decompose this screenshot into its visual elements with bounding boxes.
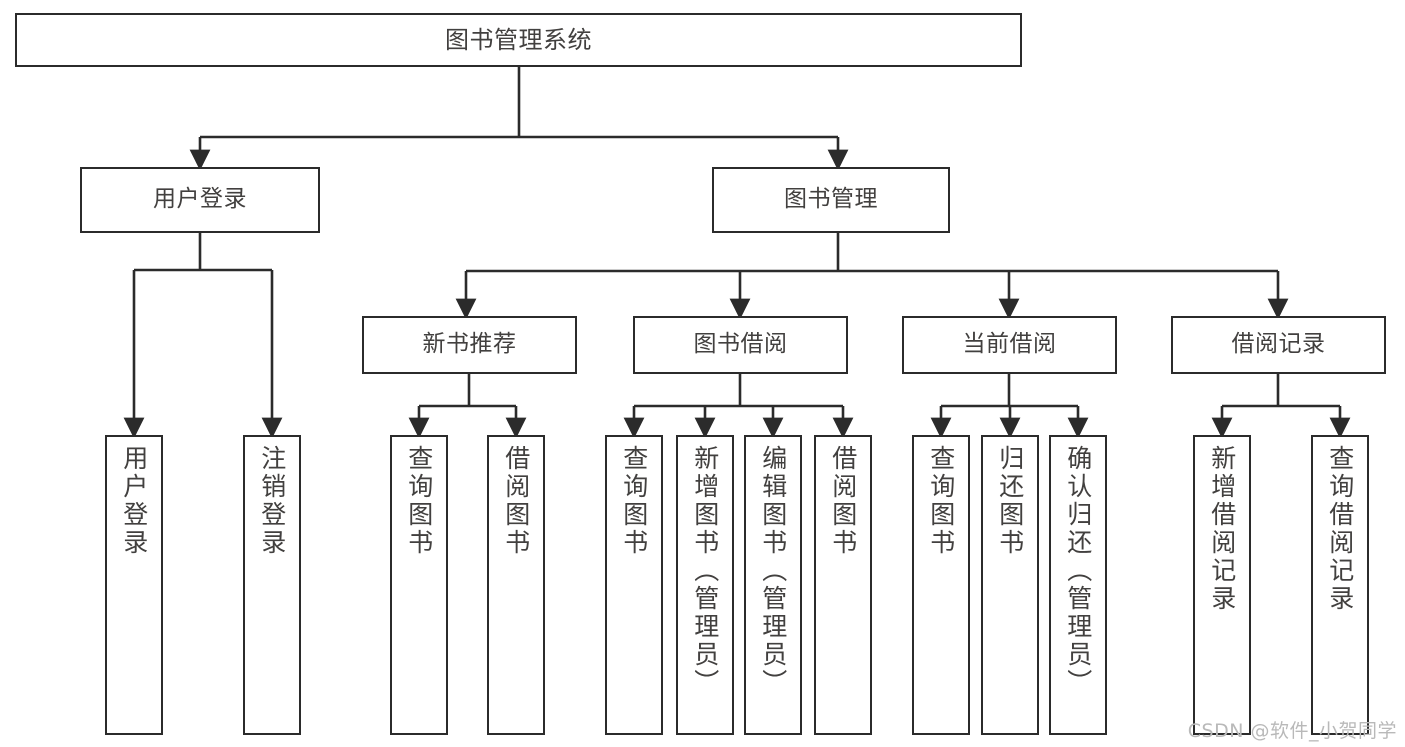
node-leaf-add-book[interactable]: 新增图书（管理员） (676, 435, 734, 735)
node-leaf-query-book-2[interactable]: 查询图书 (605, 435, 663, 735)
node-new-book-recommend[interactable]: 新书推荐 (362, 316, 577, 374)
node-leaf-edit-book-label: 编辑图书（管理员） (758, 445, 788, 697)
node-leaf-edit-book[interactable]: 编辑图书（管理员） (744, 435, 802, 735)
node-leaf-add-record-label: 新增借阅记录 (1207, 445, 1237, 613)
node-leaf-confirm-return-label: 确认归还（管理员） (1063, 445, 1093, 697)
node-leaf-query-record[interactable]: 查询借阅记录 (1311, 435, 1369, 735)
node-new-book-recommend-label: 新书推荐 (422, 331, 517, 358)
node-leaf-user-logout-label: 注销登录 (257, 445, 287, 557)
node-book-manage[interactable]: 图书管理 (712, 167, 950, 233)
node-user-login-label: 用户登录 (153, 186, 247, 213)
node-user-login[interactable]: 用户登录 (80, 167, 320, 233)
node-leaf-query-book-1-label: 查询图书 (404, 445, 434, 557)
node-leaf-query-book-2-label: 查询图书 (619, 445, 649, 557)
node-book-borrow-label: 图书借阅 (693, 331, 788, 358)
node-leaf-borrow-book-2-label: 借阅图书 (828, 445, 858, 557)
node-root-label: 图书管理系统 (445, 25, 592, 54)
node-leaf-query-book-3[interactable]: 查询图书 (912, 435, 970, 735)
node-leaf-user-login[interactable]: 用户登录 (105, 435, 163, 735)
node-leaf-return-book[interactable]: 归还图书 (981, 435, 1039, 735)
watermark-text: CSDN @软件_小贺同学 (1187, 720, 1397, 742)
node-leaf-add-book-label: 新增图书（管理员） (690, 445, 720, 697)
node-book-borrow[interactable]: 图书借阅 (633, 316, 848, 374)
node-current-borrow[interactable]: 当前借阅 (902, 316, 1117, 374)
node-leaf-query-record-label: 查询借阅记录 (1325, 445, 1355, 613)
node-leaf-query-book-1[interactable]: 查询图书 (390, 435, 448, 735)
node-borrow-record[interactable]: 借阅记录 (1171, 316, 1386, 374)
node-leaf-user-logout[interactable]: 注销登录 (243, 435, 301, 735)
node-book-manage-label: 图书管理 (784, 186, 878, 213)
node-leaf-confirm-return[interactable]: 确认归还（管理员） (1049, 435, 1107, 735)
node-leaf-query-book-3-label: 查询图书 (926, 445, 956, 557)
node-leaf-borrow-book-1[interactable]: 借阅图书 (487, 435, 545, 735)
node-leaf-return-book-label: 归还图书 (995, 445, 1025, 557)
node-leaf-borrow-book-1-label: 借阅图书 (501, 445, 531, 557)
node-leaf-add-record[interactable]: 新增借阅记录 (1193, 435, 1251, 735)
node-leaf-borrow-book-2[interactable]: 借阅图书 (814, 435, 872, 735)
node-borrow-record-label: 借阅记录 (1231, 331, 1326, 358)
node-current-borrow-label: 当前借阅 (962, 331, 1057, 358)
node-leaf-user-login-label: 用户登录 (119, 445, 149, 557)
node-root[interactable]: 图书管理系统 (15, 13, 1022, 67)
